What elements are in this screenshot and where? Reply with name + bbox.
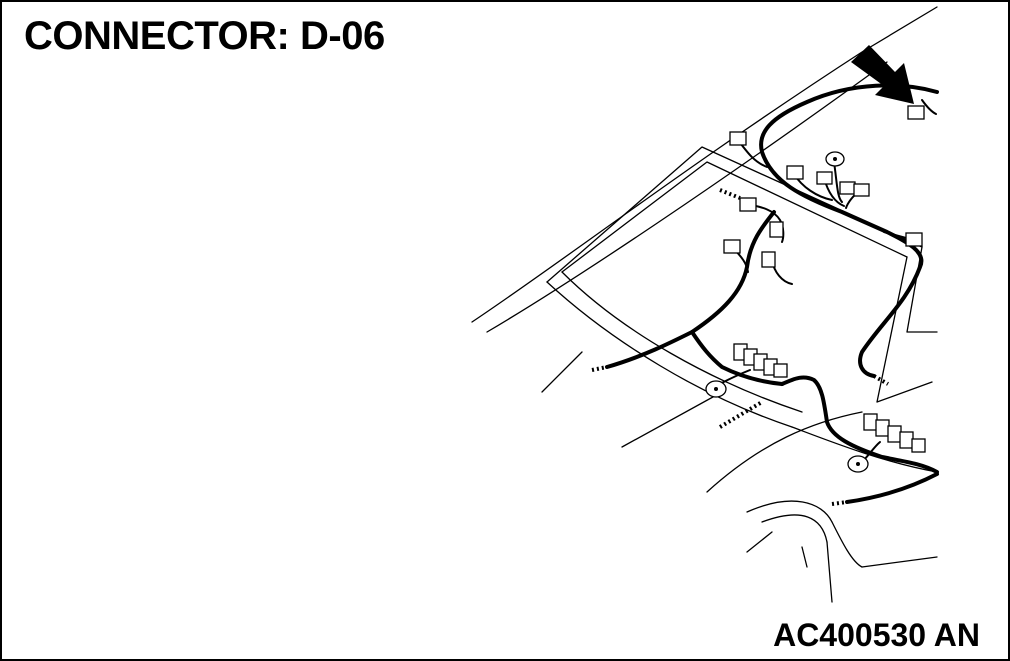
connector-title: CONNECTOR: D-06	[24, 14, 385, 58]
connector-d-06-block	[907, 105, 925, 120]
ground-terminals	[705, 151, 869, 473]
connector-blocks	[723, 105, 926, 453]
figure-code: AC400530 AN	[773, 617, 980, 653]
vehicle-body-outline	[471, 6, 938, 603]
pointer-arrow	[851, 45, 914, 104]
dashboard-harness	[591, 188, 939, 506]
